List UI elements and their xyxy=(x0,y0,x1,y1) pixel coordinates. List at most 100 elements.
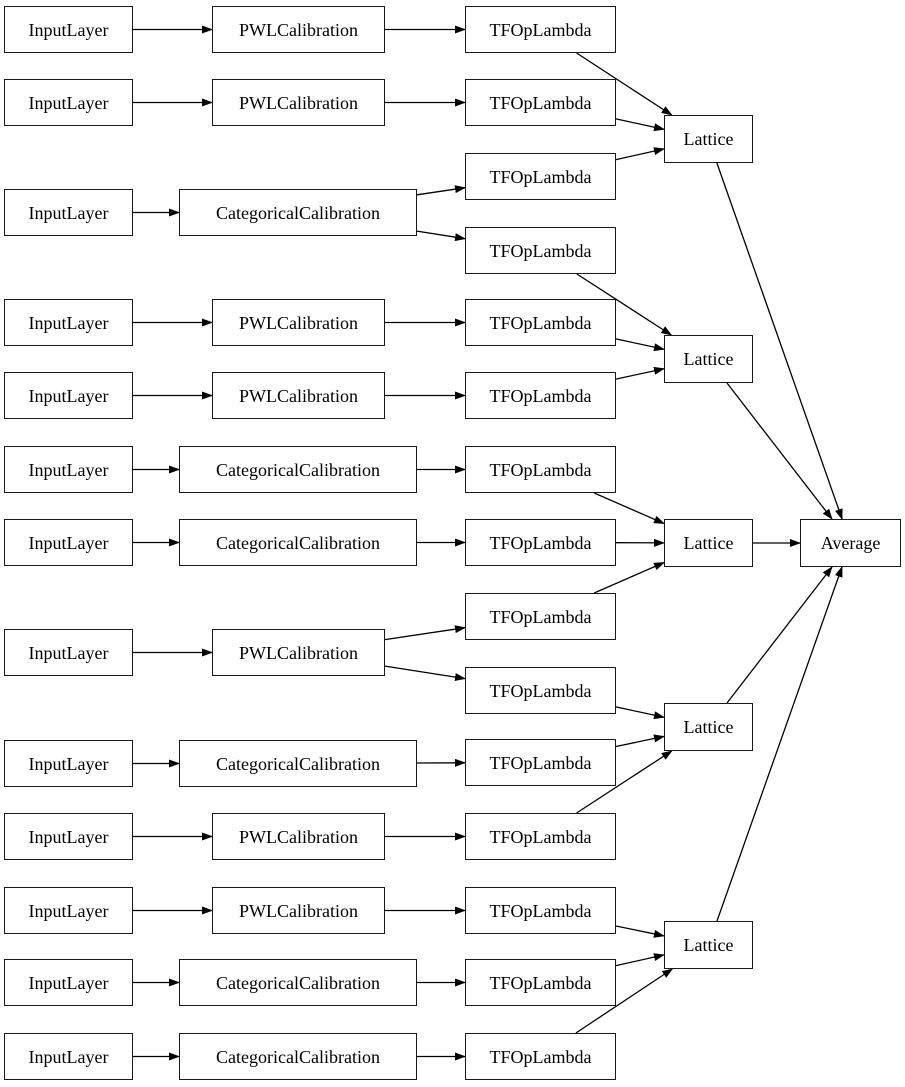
node-label: Lattice xyxy=(683,349,734,369)
node-tf-op-lambda: TFOpLambda xyxy=(465,519,616,566)
node-tf-op-lambda: TFOpLambda xyxy=(465,959,616,1006)
node-label: TFOpLambda xyxy=(489,166,592,187)
node-tf-op-lambda: TFOpLambda xyxy=(465,887,616,934)
node-pwl-calibration: PWLCalibration xyxy=(212,372,385,419)
node-label: TFOpLambda xyxy=(489,92,592,113)
edge-lat4-to-avg xyxy=(726,566,833,704)
node-label: TFOpLambda xyxy=(489,826,592,847)
node-label: InputLayer xyxy=(28,202,109,223)
edge-tl7-to-lat3 xyxy=(593,492,665,525)
node-tf-op-lambda: TFOpLambda xyxy=(465,593,616,640)
node-label: Lattice xyxy=(683,533,734,553)
node-tf-op-lambda: TFOpLambda xyxy=(465,813,616,860)
node-label: InputLayer xyxy=(28,753,109,774)
node-label: CategoricalCalibration xyxy=(216,532,380,553)
node-label: Lattice xyxy=(683,129,734,149)
node-input-layer: InputLayer xyxy=(4,959,133,1006)
node-tf-op-lambda: TFOpLambda xyxy=(465,372,616,419)
node-label: InputLayer xyxy=(28,1046,109,1067)
node-tf-op-lambda: TFOpLambda xyxy=(465,446,616,493)
node-categorical-calibration: CategoricalCalibration xyxy=(179,1033,417,1080)
node-label: InputLayer xyxy=(28,385,109,406)
edge-tl3-to-lat1 xyxy=(615,147,665,161)
edge-lat2-to-avg xyxy=(726,382,833,520)
node-input-layer: InputLayer xyxy=(4,740,133,787)
node-label: CategoricalCalibration xyxy=(216,972,380,993)
node-label: PWLCalibration xyxy=(239,19,358,40)
node-label: InputLayer xyxy=(28,642,109,663)
edge-tl13-to-lat5 xyxy=(615,925,665,938)
node-input-layer: InputLayer xyxy=(4,299,133,346)
node-label: PWLCalibration xyxy=(239,385,358,406)
node-pwl-calibration: PWLCalibration xyxy=(212,79,385,126)
node-label: InputLayer xyxy=(28,459,109,480)
node-label: TFOpLambda xyxy=(489,680,592,701)
node-input-layer: InputLayer xyxy=(4,813,133,860)
edge-tl6-to-lat2 xyxy=(615,366,665,380)
node-input-layer: InputLayer xyxy=(4,6,133,53)
node-label: InputLayer xyxy=(28,19,109,40)
edge-lat1-to-avg xyxy=(716,162,843,520)
edge-tl10-to-lat4 xyxy=(615,706,665,720)
edge-pwl5-to-tl10 xyxy=(384,665,466,682)
node-label: TFOpLambda xyxy=(489,752,592,773)
edge-tl2-to-lat1 xyxy=(615,118,665,132)
edge-cc1-to-tl4 xyxy=(416,230,466,242)
node-label: CategoricalCalibration xyxy=(216,202,380,223)
node-tf-op-lambda: TFOpLambda xyxy=(465,667,616,714)
node-tf-op-lambda: TFOpLambda xyxy=(465,739,616,786)
edge-cc1-to-tl3 xyxy=(416,185,466,196)
node-pwl-calibration: PWLCalibration xyxy=(212,6,385,53)
edge-lat5-to-avg xyxy=(716,566,843,922)
node-tf-op-lambda: TFOpLambda xyxy=(465,227,616,274)
node-categorical-calibration: CategoricalCalibration xyxy=(179,189,417,236)
node-categorical-calibration: CategoricalCalibration xyxy=(179,519,417,566)
node-label: TFOpLambda xyxy=(489,19,592,40)
node-label: InputLayer xyxy=(28,312,109,333)
node-label: PWLCalibration xyxy=(239,642,358,663)
node-label: Average xyxy=(820,533,881,553)
edge-tl4-to-lat2 xyxy=(576,273,673,336)
node-label: TFOpLambda xyxy=(489,900,592,921)
node-tf-op-lambda: TFOpLambda xyxy=(465,153,616,200)
node-categorical-calibration: CategoricalCalibration xyxy=(179,959,417,1006)
node-label: CategoricalCalibration xyxy=(216,1046,380,1067)
node-input-layer: InputLayer xyxy=(4,1033,133,1080)
node-input-layer: InputLayer xyxy=(4,446,133,493)
node-average: Average xyxy=(800,519,901,567)
node-tf-op-lambda: TFOpLambda xyxy=(465,79,616,126)
node-input-layer: InputLayer xyxy=(4,189,133,236)
node-lattice: Lattice xyxy=(664,921,753,969)
node-label: InputLayer xyxy=(28,92,109,113)
node-pwl-calibration: PWLCalibration xyxy=(212,299,385,346)
node-categorical-calibration: CategoricalCalibration xyxy=(179,446,417,493)
node-label: TFOpLambda xyxy=(489,972,592,993)
node-label: PWLCalibration xyxy=(239,312,358,333)
node-label: Lattice xyxy=(683,717,734,737)
node-pwl-calibration: PWLCalibration xyxy=(212,629,385,676)
node-input-layer: InputLayer xyxy=(4,79,133,126)
node-label: TFOpLambda xyxy=(489,532,592,553)
node-pwl-calibration: PWLCalibration xyxy=(212,813,385,860)
node-label: TFOpLambda xyxy=(489,459,592,480)
node-tf-op-lambda: TFOpLambda xyxy=(465,299,616,346)
node-label: PWLCalibration xyxy=(239,826,358,847)
node-label: InputLayer xyxy=(28,972,109,993)
node-input-layer: InputLayer xyxy=(4,887,133,934)
node-label: TFOpLambda xyxy=(489,606,592,627)
node-label: InputLayer xyxy=(28,900,109,921)
edge-tl9-to-lat3 xyxy=(593,561,665,594)
edge-tl5-to-lat2 xyxy=(615,338,665,352)
node-label: TFOpLambda xyxy=(489,1046,592,1067)
node-label: TFOpLambda xyxy=(489,312,592,333)
node-label: CategoricalCalibration xyxy=(216,753,380,774)
node-tf-op-lambda: TFOpLambda xyxy=(465,6,616,53)
edge-tl15-to-lat5 xyxy=(575,968,674,1034)
node-input-layer: InputLayer xyxy=(4,372,133,419)
node-categorical-calibration: CategoricalCalibration xyxy=(179,740,417,787)
node-lattice: Lattice xyxy=(664,335,753,383)
edge-tl12-to-lat4 xyxy=(576,750,673,814)
edge-pwl5-to-tl9 xyxy=(384,625,466,641)
